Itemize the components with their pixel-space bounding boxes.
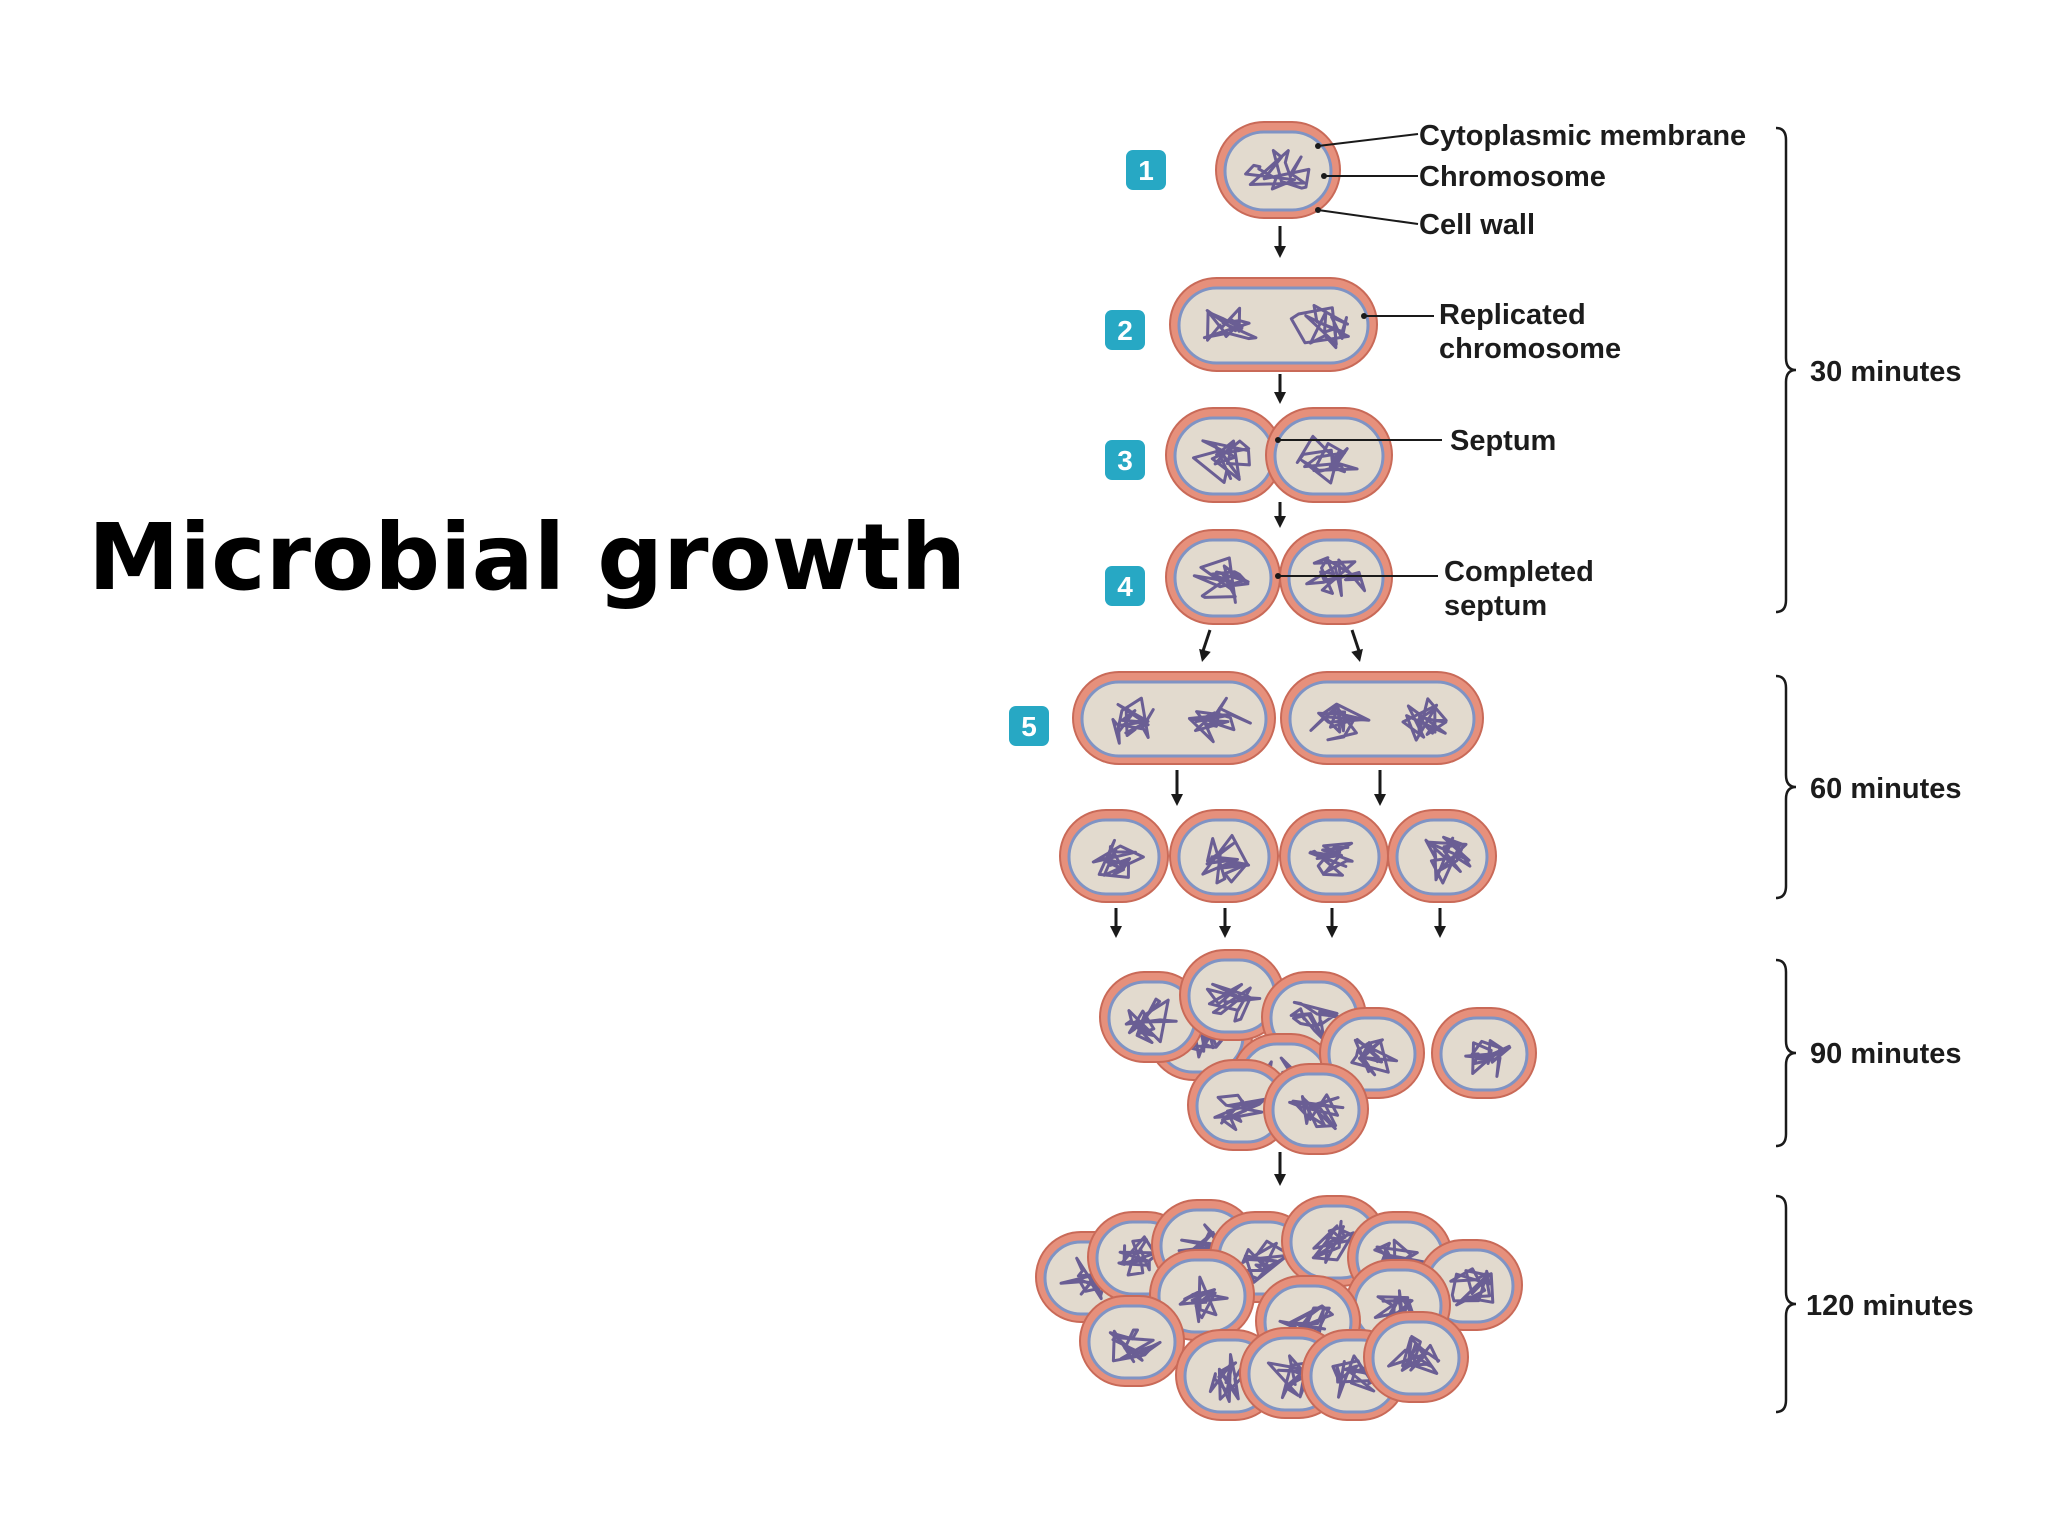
step-badge-2: 2 [1105,310,1145,350]
time-label-30: 30 minutes [1810,356,1962,388]
step-number-5: 5 [1021,711,1037,742]
cell-cluster-90-6 [1319,1007,1425,1099]
cells-layer [1035,121,1537,1421]
cell-gen2-3 [1279,809,1389,903]
time-braces [1775,126,1797,1414]
brace-60-minutes [1775,674,1797,900]
slide-title: Microbial growth [88,504,967,611]
cell-step-2 [1169,277,1378,372]
cell-step-3-right [1265,407,1393,503]
cell-cluster-120-15 [1363,1311,1469,1403]
label-cell-wall: Cell wall [1419,209,1535,241]
label-replicated-line-2: chromosome [1439,333,1621,365]
cell-step-3-left [1165,407,1283,503]
time-label-90: 90 minutes [1810,1038,1962,1070]
step-badge-4: 4 [1105,566,1145,606]
arrow-gen2-90-4 [1434,908,1446,938]
cell-cluster-90-2 [1099,971,1205,1063]
time-label-120: 120 minutes [1806,1290,1974,1322]
step-number-4: 4 [1117,571,1133,602]
cell-step-5-left [1072,671,1276,765]
cell-cluster-90-9 [1263,1063,1369,1155]
arrow-gen2-90-2 [1219,908,1231,938]
label-completed-septum-line-1: Completed [1444,556,1594,588]
label-septum: Septum [1450,425,1556,457]
leader-dot-1 [1315,143,1321,149]
arrow-2-3 [1274,374,1286,404]
step-badge-1: 1 [1126,150,1166,190]
cell-step-1 [1215,121,1341,219]
cell-step-4-left [1165,529,1281,625]
label-cytoplasmic-membrane: Cytoplasmic membrane [1419,120,1746,152]
arrow-5-gen2-b [1374,770,1386,806]
time-label-60: 60 minutes [1810,773,1962,805]
leader-dot-3 [1315,207,1321,213]
arrow-4-5-right [1350,629,1363,662]
leader-lines [1275,133,1442,579]
arrow-gen2-90-1 [1110,908,1122,938]
brace-90-minutes [1775,958,1797,1148]
leader-line-3 [1317,209,1419,225]
cell-gen2-1 [1059,809,1169,903]
cell-gen2-2 [1169,809,1279,903]
step-number-3: 3 [1117,445,1133,476]
arrow-4-5-left [1199,629,1212,662]
arrow-5-gen2-a [1171,770,1183,806]
arrow-gen2-90-3 [1326,908,1338,938]
cell-cluster-90-8 [1187,1059,1293,1151]
step-number-1: 1 [1138,155,1154,186]
leader-dot-6 [1275,573,1281,579]
step-badge-3: 3 [1105,440,1145,480]
arrows-layer [1110,226,1446,1186]
brace-120-minutes [1775,1194,1797,1414]
arrow-90-120 [1274,1152,1286,1186]
cell-step-5-right [1280,671,1484,765]
leader-dot-5 [1275,437,1281,443]
step-number-2: 2 [1117,315,1133,346]
leader-dot-4 [1361,313,1367,319]
cell-cluster-90-3 [1179,949,1285,1041]
cell-cluster-120-11 [1079,1295,1185,1387]
label-replicated-line-1: Replicated [1439,299,1586,331]
cell-gen2-4 [1387,809,1497,903]
arrow-1-2 [1274,226,1286,258]
leader-dot-2 [1321,173,1327,179]
step-badge-5: 5 [1009,706,1049,746]
brace-30-minutes [1775,126,1797,614]
label-completed-septum-line-2: septum [1444,590,1547,622]
arrow-3-4 [1274,502,1286,528]
label-chromosome: Chromosome [1419,161,1606,193]
cell-cluster-90-7 [1431,1007,1537,1099]
leader-line-1 [1317,133,1419,147]
